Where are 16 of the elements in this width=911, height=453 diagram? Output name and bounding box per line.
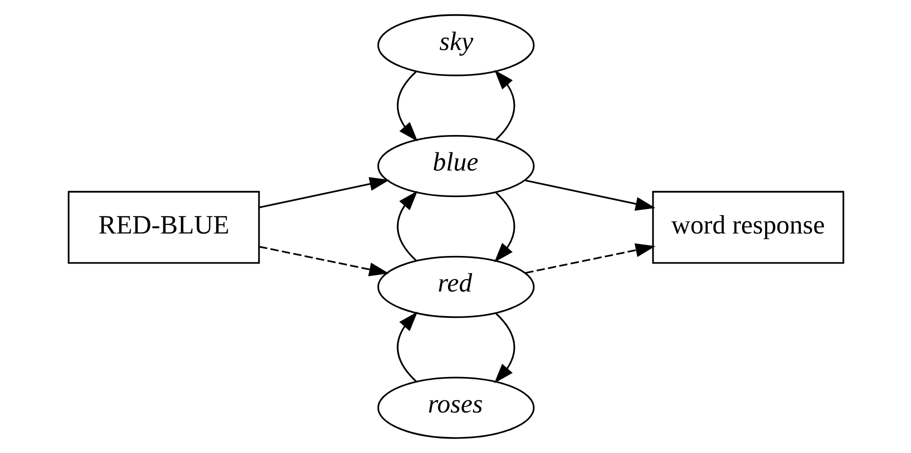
arrow — [524, 243, 655, 274]
arrow — [396, 71, 418, 142]
node-box: word response — [652, 190, 844, 264]
node-ellipse: blue — [376, 135, 534, 198]
node-box: RED-BLUE — [67, 190, 260, 264]
node-ellipse: roses — [376, 376, 534, 439]
node-ellipse: red — [376, 256, 534, 318]
arrow — [258, 246, 389, 276]
arrow — [258, 177, 390, 208]
arrow — [524, 180, 655, 211]
arrow — [396, 312, 418, 382]
arrow — [494, 192, 515, 262]
node-ellipse: sky — [376, 14, 534, 76]
arrow — [494, 312, 515, 384]
arrow — [494, 70, 515, 140]
arrow — [396, 190, 418, 262]
